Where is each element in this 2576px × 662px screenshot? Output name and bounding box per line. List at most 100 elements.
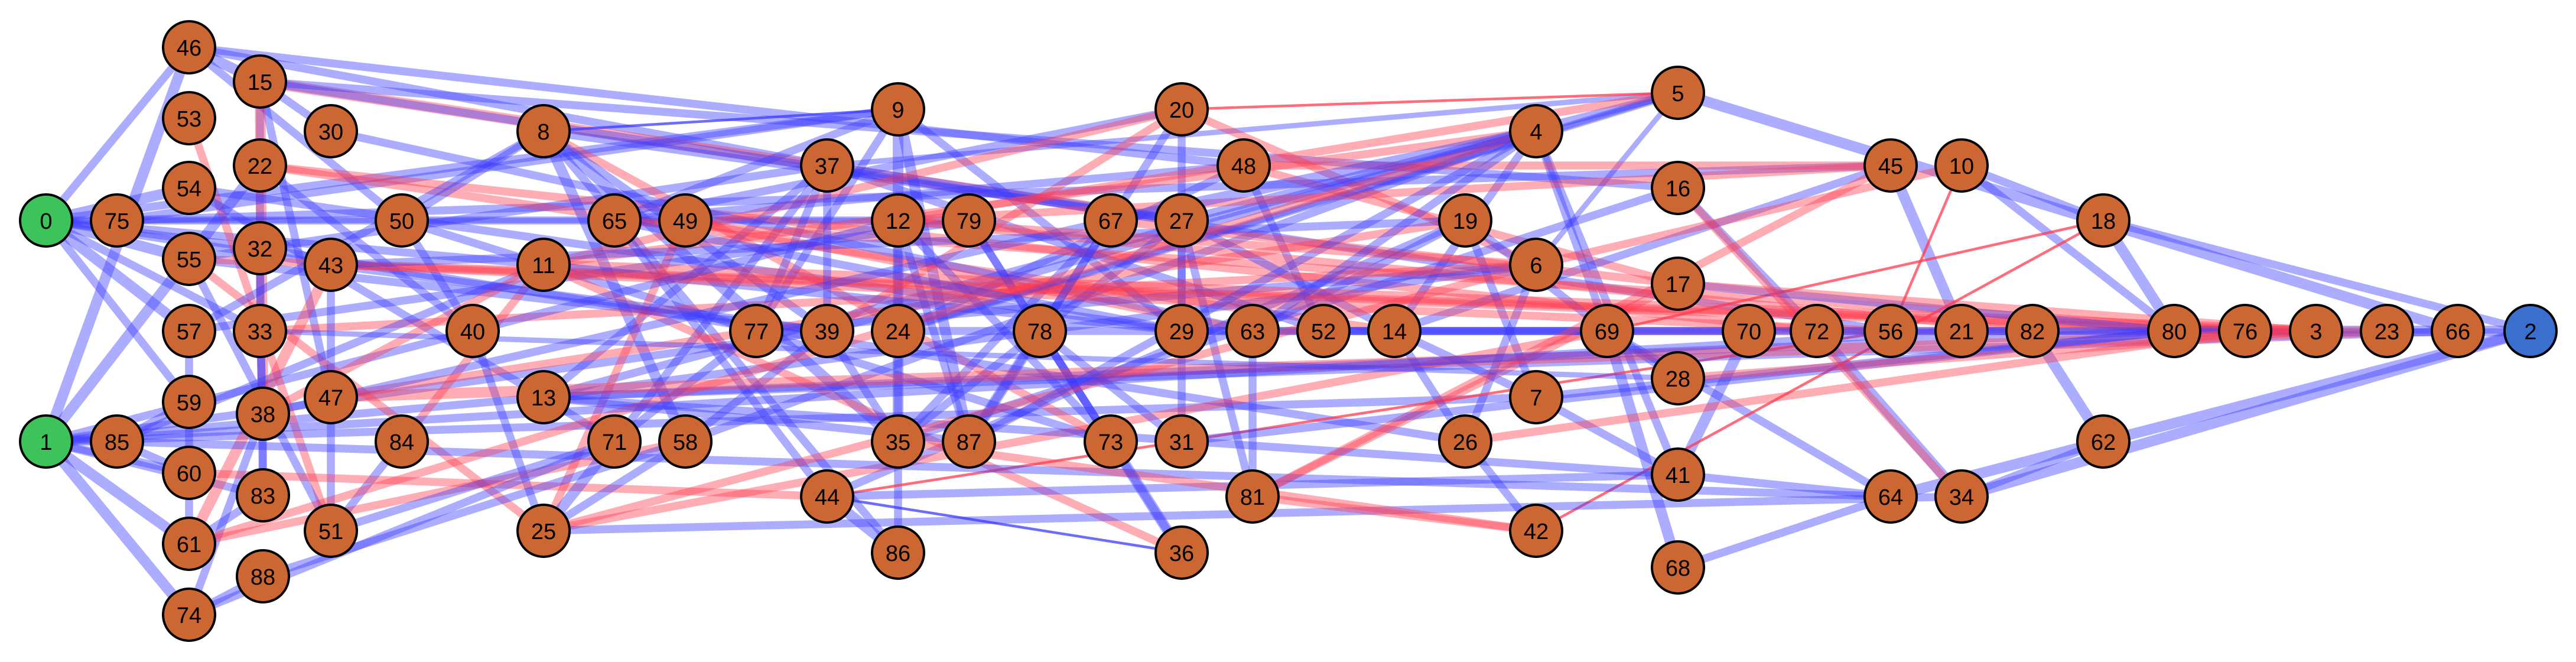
edge-8-35 bbox=[538, 126, 903, 447]
edge-40-25 bbox=[469, 327, 548, 535]
node-circle bbox=[658, 193, 713, 248]
node-circle bbox=[871, 304, 925, 358]
node-circle bbox=[1509, 370, 1563, 424]
node-label: 20 bbox=[1169, 98, 1194, 123]
edge-79-57 bbox=[185, 216, 973, 335]
edge-77-71 bbox=[610, 327, 760, 446]
node-40: 40 bbox=[445, 304, 500, 358]
node-circle bbox=[1651, 161, 1705, 215]
node-label: 56 bbox=[1878, 320, 1903, 345]
node-20: 20 bbox=[1154, 82, 1209, 137]
node-15: 15 bbox=[233, 54, 287, 109]
node-62: 62 bbox=[2076, 414, 2131, 469]
node-circle bbox=[162, 20, 216, 74]
node-33: 33 bbox=[233, 304, 287, 358]
node-85: 85 bbox=[90, 414, 144, 469]
edge-19-63 bbox=[1248, 216, 1469, 335]
edge-0-59 bbox=[42, 216, 193, 406]
edge-7-80 bbox=[1532, 327, 2178, 401]
node-circle bbox=[942, 414, 996, 469]
node-circle bbox=[729, 304, 783, 358]
node-label: 78 bbox=[1027, 320, 1052, 345]
edge-37-71 bbox=[610, 161, 831, 446]
node-label: 26 bbox=[1453, 430, 1478, 455]
node-64: 64 bbox=[1863, 469, 1918, 524]
node-label: 21 bbox=[1949, 320, 1974, 345]
edge-17-3 bbox=[1674, 280, 2320, 335]
edge-9-29 bbox=[894, 105, 1186, 335]
node-circle bbox=[1651, 540, 1705, 595]
node-47: 47 bbox=[304, 370, 358, 424]
node-label: 37 bbox=[815, 154, 840, 179]
node-7: 7 bbox=[1509, 370, 1563, 424]
node-label: 2 bbox=[2524, 320, 2536, 345]
node-label: 15 bbox=[248, 70, 272, 95]
node-circle bbox=[871, 414, 925, 469]
node-circle bbox=[90, 414, 144, 469]
edge-37-13 bbox=[539, 161, 831, 401]
edge-1-74 bbox=[41, 436, 194, 620]
node-circle bbox=[162, 304, 216, 358]
node-label: 50 bbox=[389, 209, 414, 234]
node-60: 60 bbox=[162, 446, 216, 500]
edge-49-63 bbox=[681, 216, 1257, 335]
edge-56-44 bbox=[825, 329, 1892, 498]
node-label: 6 bbox=[1530, 254, 1542, 278]
node-circle bbox=[800, 138, 854, 193]
node-label: 75 bbox=[105, 209, 129, 234]
edge-61-4 bbox=[185, 127, 1540, 548]
node-39: 39 bbox=[800, 304, 854, 358]
node-label: 79 bbox=[957, 209, 981, 234]
node-68: 68 bbox=[1651, 540, 1705, 595]
edge-79-36 bbox=[965, 216, 1186, 557]
node-54: 54 bbox=[162, 161, 216, 215]
edge-10-80 bbox=[1957, 161, 2178, 335]
edge-44-36 bbox=[825, 495, 1183, 554]
node-circle bbox=[1934, 469, 1989, 524]
node-layer: 0123456789101112131415161718192021222324… bbox=[19, 20, 2558, 642]
node-42: 42 bbox=[1509, 504, 1563, 558]
edge-4-41 bbox=[1532, 127, 1682, 479]
node-circle bbox=[871, 193, 925, 248]
node-label: 44 bbox=[815, 485, 840, 510]
node-circle bbox=[2076, 193, 2131, 248]
node-87: 87 bbox=[942, 414, 996, 469]
edge-81-45 bbox=[1248, 161, 1895, 501]
edge-46-50 bbox=[185, 43, 406, 225]
node-label: 73 bbox=[1098, 430, 1123, 455]
node-circle bbox=[942, 193, 996, 248]
edge-43-76 bbox=[327, 261, 2249, 335]
edge-1-22 bbox=[41, 160, 265, 447]
node-label: 1 bbox=[40, 430, 52, 455]
node-circle bbox=[236, 387, 290, 441]
node-43: 43 bbox=[304, 238, 358, 292]
node-circle bbox=[162, 588, 216, 642]
node-36: 36 bbox=[1154, 525, 1209, 580]
node-circle bbox=[516, 104, 571, 158]
node-label: 63 bbox=[1240, 320, 1265, 345]
edge-51-71 bbox=[327, 437, 619, 535]
node-38: 38 bbox=[236, 387, 290, 441]
edge-55-25 bbox=[185, 255, 548, 535]
edge-40-12 bbox=[469, 216, 902, 335]
node-label: 64 bbox=[1878, 485, 1903, 510]
edge-22-14 bbox=[256, 161, 1398, 335]
node-circle bbox=[1438, 414, 1492, 469]
node-circle bbox=[1863, 304, 1918, 358]
node-53: 53 bbox=[162, 91, 216, 145]
node-35: 35 bbox=[871, 414, 925, 469]
node-label: 84 bbox=[389, 430, 414, 455]
node-circle bbox=[2503, 304, 2558, 358]
node-circle bbox=[1154, 82, 1209, 137]
node-circle bbox=[1296, 304, 1351, 358]
node-label: 39 bbox=[815, 320, 840, 345]
node-circle bbox=[516, 504, 571, 558]
node-label: 86 bbox=[886, 541, 910, 566]
node-label: 43 bbox=[318, 254, 343, 278]
node-65: 65 bbox=[587, 193, 642, 248]
node-circle bbox=[871, 82, 925, 137]
edge-72-34 bbox=[1811, 326, 1967, 502]
node-55: 55 bbox=[162, 232, 216, 286]
node-label: 23 bbox=[2375, 320, 2399, 345]
node-52: 52 bbox=[1296, 304, 1351, 358]
